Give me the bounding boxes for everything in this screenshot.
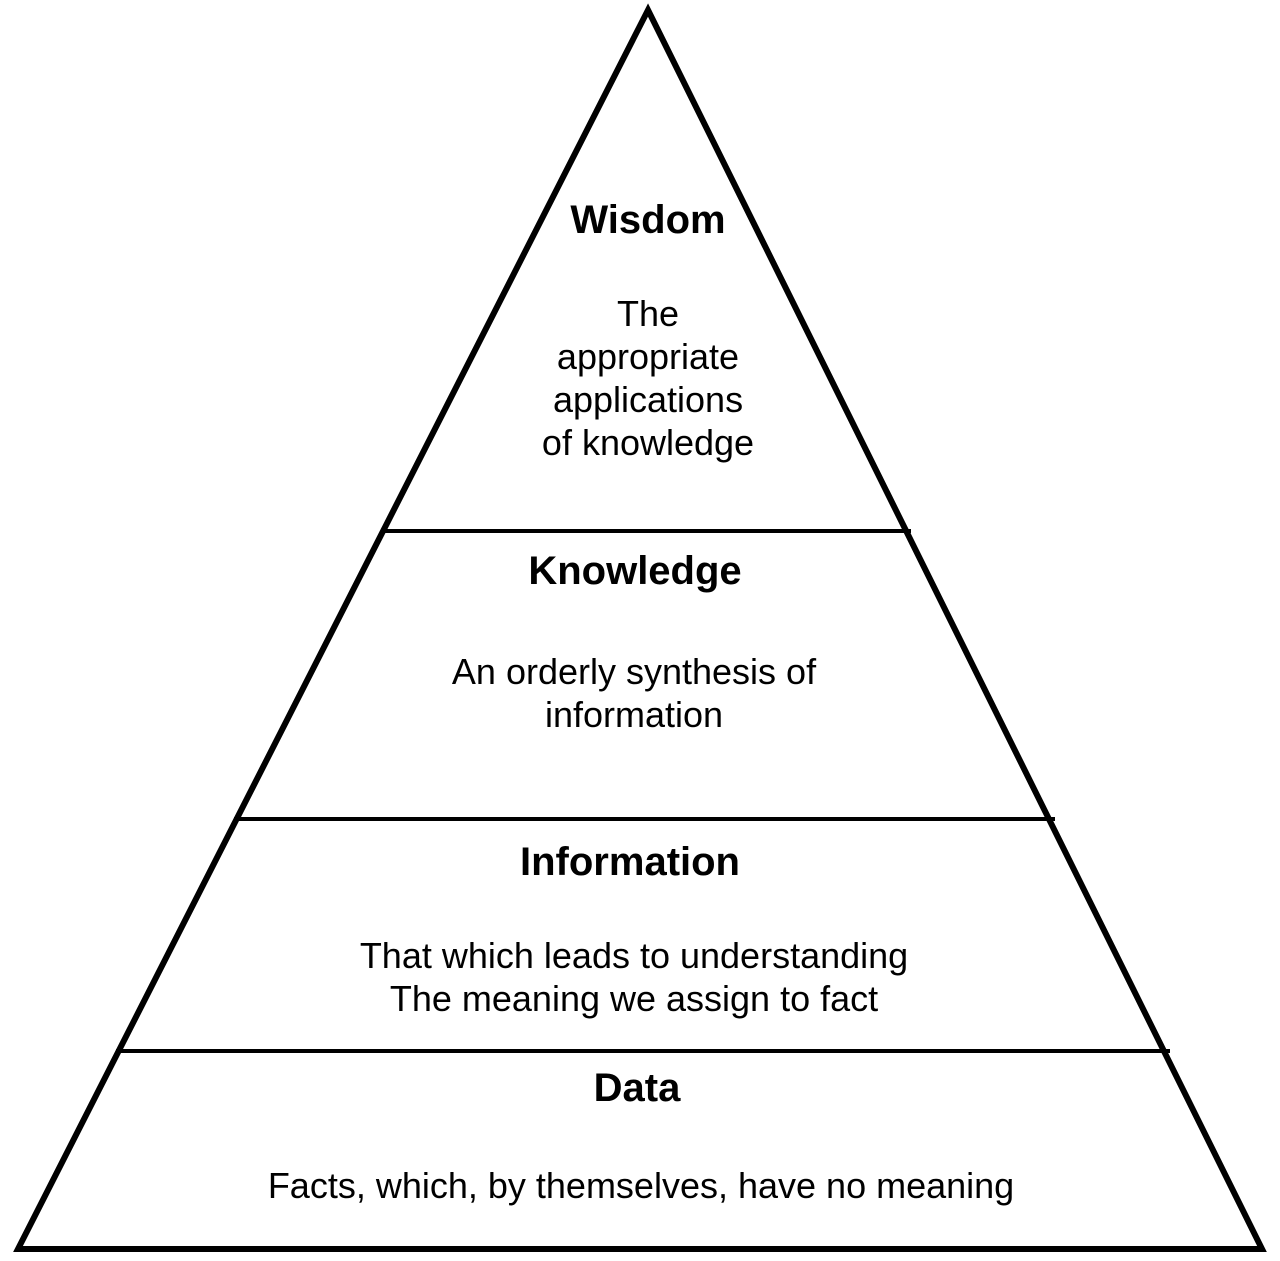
knowledge-desc-line-2: information: [544, 694, 724, 735]
information-desc-line-1: That which leads to understanding: [359, 935, 909, 976]
wisdom-desc-line-2: appropriate: [556, 336, 740, 377]
information-desc-line-2: The meaning we assign to fact: [389, 978, 879, 1019]
data-desc-line-1: Facts, which, by themselves, have no mea…: [267, 1165, 1015, 1206]
pyramid-outline: [13, 3, 1267, 1252]
information-title-text: Information: [520, 840, 740, 884]
wisdom-desc-line-1: The: [616, 293, 680, 334]
data-title-text: Data: [593, 1066, 681, 1110]
knowledge-title-text: Knowledge: [528, 549, 742, 593]
wisdom-desc-line-3: applications: [552, 379, 744, 420]
wisdom-title-text: Wisdom: [570, 198, 726, 242]
knowledge-desc-line-1: An orderly synthesis of: [451, 651, 817, 692]
wisdom-desc-line-4: of knowledge: [541, 422, 755, 463]
